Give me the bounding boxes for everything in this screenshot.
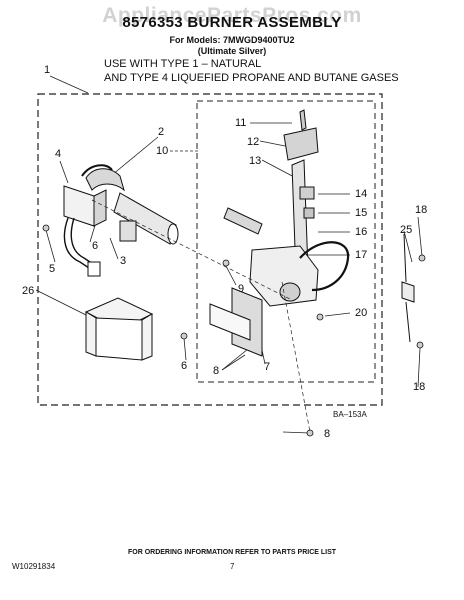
callout-12: 12 [247,136,260,148]
callout-10: 10 [156,145,169,157]
callout-2: 2 [158,126,165,138]
callout-18-bottom: 18 [413,381,426,393]
watermark: AppliancePartsPros.com [102,4,362,27]
usage-line-2: AND TYPE 4 LIQUEFIED PROPANE AND BUTANE … [104,72,399,84]
ordering-notice: FOR ORDERING INFORMATION REFER TO PARTS … [127,549,337,556]
assembly-frame [37,93,383,406]
callout-7: 7 [264,361,271,373]
callout-6-bottom: 6 [181,360,188,372]
subassembly-frame [196,100,376,383]
doc-number: W10291834 [12,562,56,571]
callout-6-left: 6 [92,240,99,252]
callout-1: 1 [44,64,51,76]
page-number: 7 [230,562,235,571]
model-number: For Models: 7MWGD9400TU2 [169,35,295,45]
callout-20: 20 [355,307,368,319]
callout-16: 16 [355,226,368,238]
callout-4: 4 [55,148,62,160]
callout-9: 9 [238,283,245,295]
page-title: 8576353 BURNER ASSEMBLY [122,14,342,31]
callout-5: 5 [49,263,56,275]
callout-8-bottom: 8 [324,428,331,440]
callout-13: 13 [249,155,262,167]
callout-8-center: 8 [213,365,220,377]
figure-code: BA–153A [333,410,367,419]
models-line: For Models: 7MWGD9400TU2 (Ultimate Silve… [0,35,464,57]
callout-3: 3 [120,255,127,267]
callout-18-top: 18 [415,204,428,216]
callout-14: 14 [355,188,368,200]
callout-25: 25 [400,224,413,236]
callout-11: 11 [235,117,247,129]
usage-line-1: USE WITH TYPE 1 – NATURAL [104,58,262,70]
callout-15: 15 [355,207,368,219]
callout-26: 26 [22,285,35,297]
model-variant: (Ultimate Silver) [197,46,267,56]
callout-17: 17 [355,249,368,261]
